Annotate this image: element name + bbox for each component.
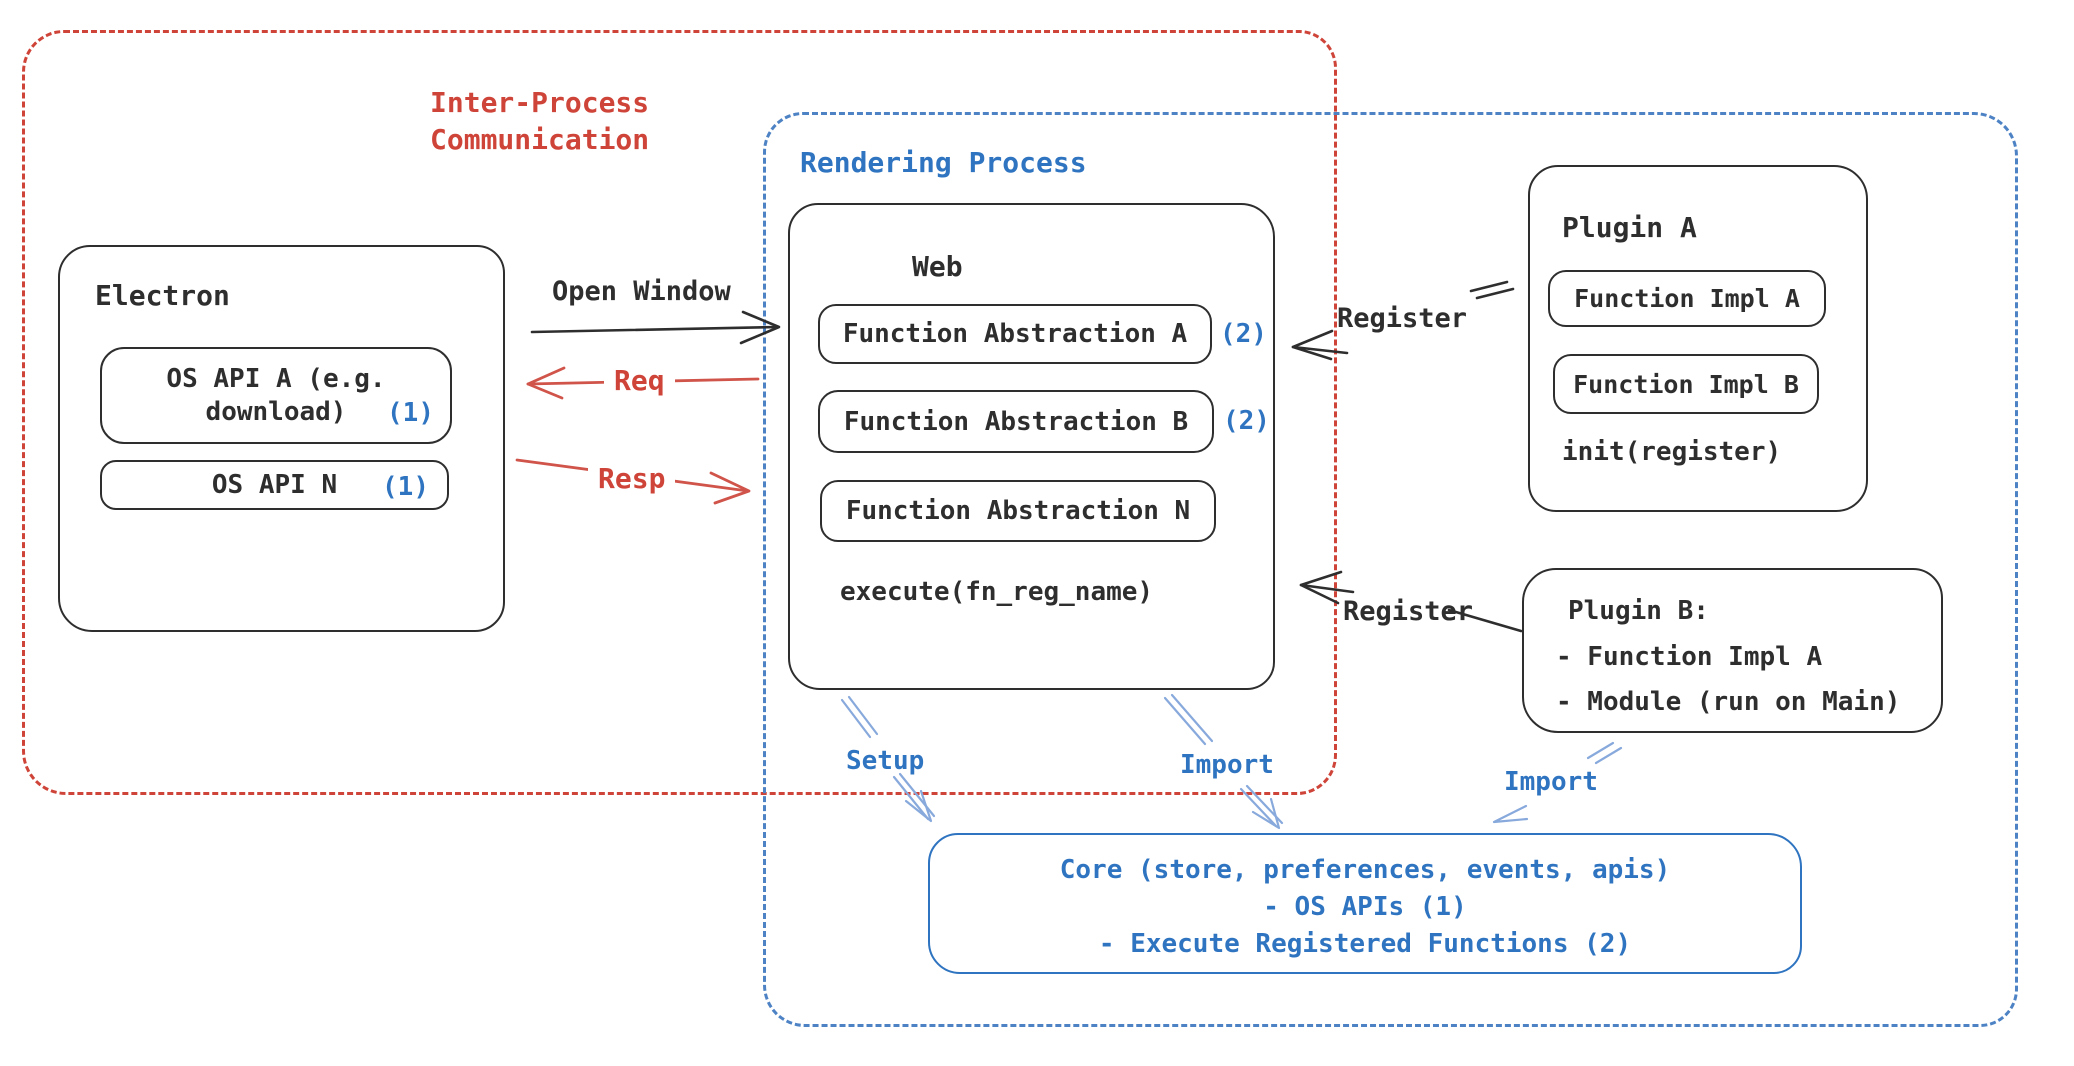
rendering-process-label: Rendering Process — [800, 146, 1087, 179]
core-node: Core (store, preferences, events, apis) … — [928, 833, 1802, 974]
ipc-group-box — [22, 30, 1337, 795]
import-right-label: Import — [1504, 767, 1598, 797]
function-impl-b-label: Function Impl B — [1573, 369, 1799, 399]
os-api-a-badge: (1) — [387, 398, 434, 428]
plugin-b-line-module: - Module (run on Main) — [1556, 687, 1901, 717]
os-api-a-label: OS API A (e.g. download) — [166, 363, 386, 427]
web-node: Web Function Abstraction A (2) Function … — [788, 203, 1275, 690]
electron-title: Electron — [95, 279, 230, 312]
plugin-b-title: Plugin B: — [1568, 596, 1709, 626]
ipc-group-label: Inter-Process Communication — [430, 86, 650, 156]
req-label: Req — [604, 364, 675, 397]
init-register-label: init(register) — [1562, 437, 1782, 467]
plugin-b-line-impl-a: - Function Impl A — [1556, 642, 1823, 672]
electron-node: Electron OS API A (e.g. download) (1) OS… — [58, 245, 505, 632]
os-api-n-badge: (1) — [382, 472, 429, 502]
register-bottom-label: Register — [1343, 596, 1474, 627]
import-mid-label: Import — [1180, 750, 1274, 780]
resp-label: Resp — [588, 462, 676, 495]
core-line-title: Core (store, preferences, events, apis) — [1059, 855, 1671, 885]
function-abstraction-n-box: Function Abstraction N — [820, 480, 1216, 542]
function-impl-a-box: Function Impl A — [1548, 270, 1826, 327]
function-abstraction-b-box: Function Abstraction B — [818, 390, 1214, 453]
plugin-a-title: Plugin A — [1562, 211, 1697, 244]
register-top-label: Register — [1337, 303, 1468, 334]
rendering-process-group-box — [763, 112, 2018, 1027]
os-api-n-label: OS API N — [211, 470, 338, 500]
core-line-execute: - Execute Registered Functions (2) — [1098, 929, 1632, 959]
function-abstraction-a-label: Function Abstraction A — [842, 319, 1188, 349]
plugin-a-node: Plugin A Function Impl A Function Impl B… — [1528, 165, 1868, 512]
function-abstraction-b-label: Function Abstraction B — [843, 406, 1189, 437]
setup-label: Setup — [846, 746, 925, 776]
web-title: Web — [912, 250, 963, 283]
function-abstraction-a-badge: (2) — [1220, 319, 1267, 349]
function-impl-b-box: Function Impl B — [1553, 354, 1819, 414]
execute-code-label: execute(fn_reg_name) — [840, 577, 1154, 607]
core-line-os-apis: - OS APIs (1) — [1263, 892, 1467, 922]
os-api-n-box: OS API N (1) — [100, 460, 449, 510]
function-abstraction-a-box: Function Abstraction A — [818, 304, 1212, 364]
function-abstraction-n-label: Function Abstraction N — [845, 496, 1191, 526]
function-abstraction-b-badge: (2) — [1223, 406, 1270, 436]
os-api-a-box: OS API A (e.g. download) (1) — [100, 347, 452, 444]
function-impl-a-label: Function Impl A — [1574, 284, 1800, 313]
open-window-label: Open Window — [552, 276, 731, 307]
plugin-b-node: Plugin B: - Function Impl A - Module (ru… — [1522, 568, 1943, 733]
